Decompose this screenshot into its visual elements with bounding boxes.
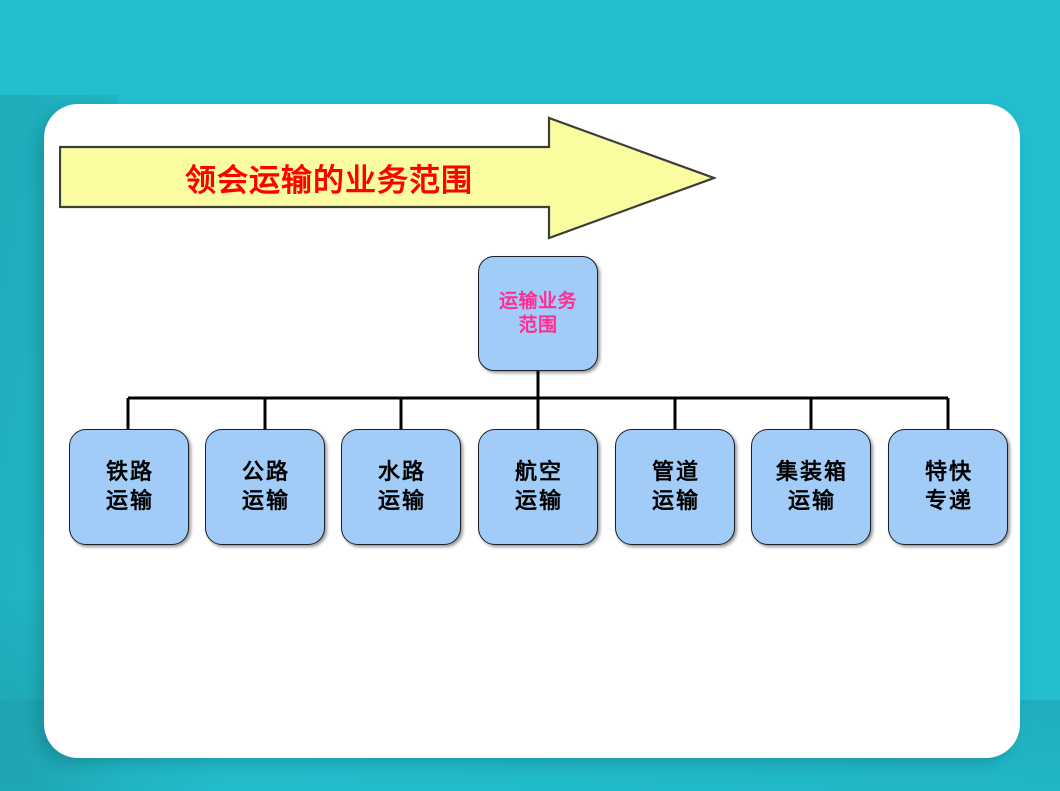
- org-node-container-line-2: 运输: [787, 489, 836, 514]
- org-node-rail-line-2: 运输: [105, 489, 154, 514]
- org-node-pipeline-line-1: 管道: [651, 459, 700, 485]
- org-node-express-line-2: 专递: [924, 489, 973, 514]
- org-node-express[interactable]: 特快 专递: [888, 429, 1008, 545]
- org-node-root-line-1: 运输业务: [498, 289, 577, 312]
- org-node-waterway-line-1: 水路: [377, 459, 426, 485]
- org-node-rail[interactable]: 铁路 运输: [69, 429, 189, 545]
- banner-arrow-shape: [59, 116, 716, 240]
- org-node-rail-line-1: 铁路: [105, 459, 154, 485]
- org-node-highway-line-2: 运输: [241, 489, 290, 514]
- org-node-air[interactable]: 航空 运输: [478, 429, 598, 545]
- org-node-pipeline[interactable]: 管道 运输: [615, 429, 735, 545]
- org-node-air-line-1: 航空: [514, 459, 563, 485]
- org-node-container[interactable]: 集装箱 运输: [751, 429, 871, 545]
- org-node-express-line-1: 特快: [924, 459, 973, 485]
- org-node-root[interactable]: 运输业务 范围: [478, 256, 598, 371]
- org-node-air-line-2: 运输: [514, 489, 563, 514]
- arrow-polygon: [59, 116, 716, 240]
- org-node-highway-line-1: 公路: [241, 459, 290, 485]
- org-node-pipeline-line-2: 运输: [651, 489, 700, 514]
- org-node-highway[interactable]: 公路 运输: [205, 429, 325, 545]
- org-node-container-line-1: 集装箱: [775, 459, 848, 485]
- org-node-waterway[interactable]: 水路 运输: [341, 429, 461, 545]
- org-node-waterway-line-2: 运输: [377, 489, 426, 514]
- org-node-root-line-2: 范围: [518, 313, 558, 336]
